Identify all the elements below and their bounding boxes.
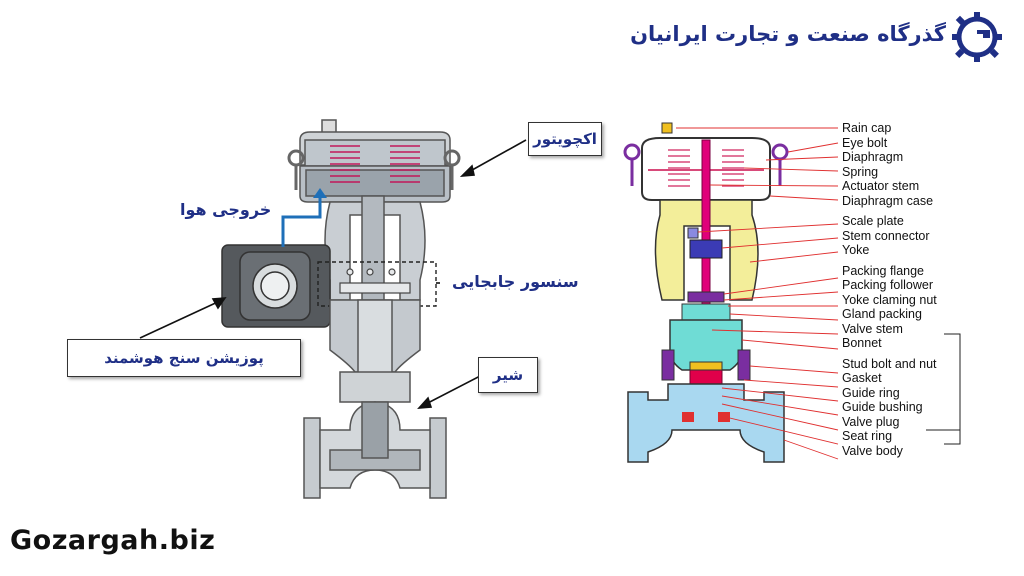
part-label: Gland packing	[842, 307, 922, 321]
position-sensor-label: سنسور جابجایی	[452, 272, 579, 291]
part-label: Bonnet	[842, 336, 882, 350]
part-label: Actuator stem	[842, 179, 920, 193]
part-label: Valve stem	[842, 321, 903, 336]
part-label: Rain cap	[842, 121, 892, 135]
part-label: Valve body	[842, 443, 903, 458]
actuator-housing	[299, 119, 451, 203]
smart-positioner-label: پوزیشن سنج هوشمند	[67, 339, 301, 377]
actuator-label: اکچویتور	[528, 122, 602, 156]
part-label: Guide bushing	[842, 400, 923, 414]
part-label: Yoke claming nut	[842, 292, 937, 307]
part-label: Spring	[842, 164, 879, 179]
gear-g-logo-icon	[952, 12, 1002, 62]
eye-bolts	[287, 149, 461, 190]
parts-list: Rain cap Eye bolt Diaphragm Spring Actua…	[842, 121, 937, 458]
actuator-springs	[330, 145, 420, 183]
part-label: Seat ring	[842, 429, 893, 443]
part-leader-lines	[676, 127, 839, 460]
brand-title: گذرگاه صنعت و تجارت ایرانیان	[630, 22, 946, 46]
part-label: Packing follower	[842, 278, 934, 292]
cutaway-yoke	[654, 199, 759, 301]
cutaway-body	[627, 383, 785, 463]
part-label: Stem connector	[842, 228, 930, 243]
part-label: Diaphragm	[842, 150, 904, 164]
part-label: Yoke	[842, 243, 870, 257]
part-label: Stud bolt and nut	[842, 356, 937, 371]
pointer-arrows	[139, 139, 527, 409]
valve-label: شیر	[478, 357, 538, 393]
part-label: Diaphragm case	[842, 193, 934, 208]
part-label: Guide ring	[842, 385, 900, 400]
part-label: Scale plate	[842, 214, 904, 228]
site-domain: Gozargah.biz	[10, 525, 216, 556]
part-label: Valve plug	[842, 414, 900, 429]
air-output-label: خروجی هوا	[180, 200, 272, 219]
smart-positioner	[221, 244, 331, 328]
air-output-arrow	[281, 196, 322, 247]
part-label: Packing flange	[842, 263, 925, 278]
part-label: Eye bolt	[842, 135, 888, 150]
part-label: Gasket	[842, 371, 882, 385]
valve-body	[303, 401, 447, 499]
bonnet	[329, 299, 421, 403]
diaphragm-case	[641, 137, 771, 201]
